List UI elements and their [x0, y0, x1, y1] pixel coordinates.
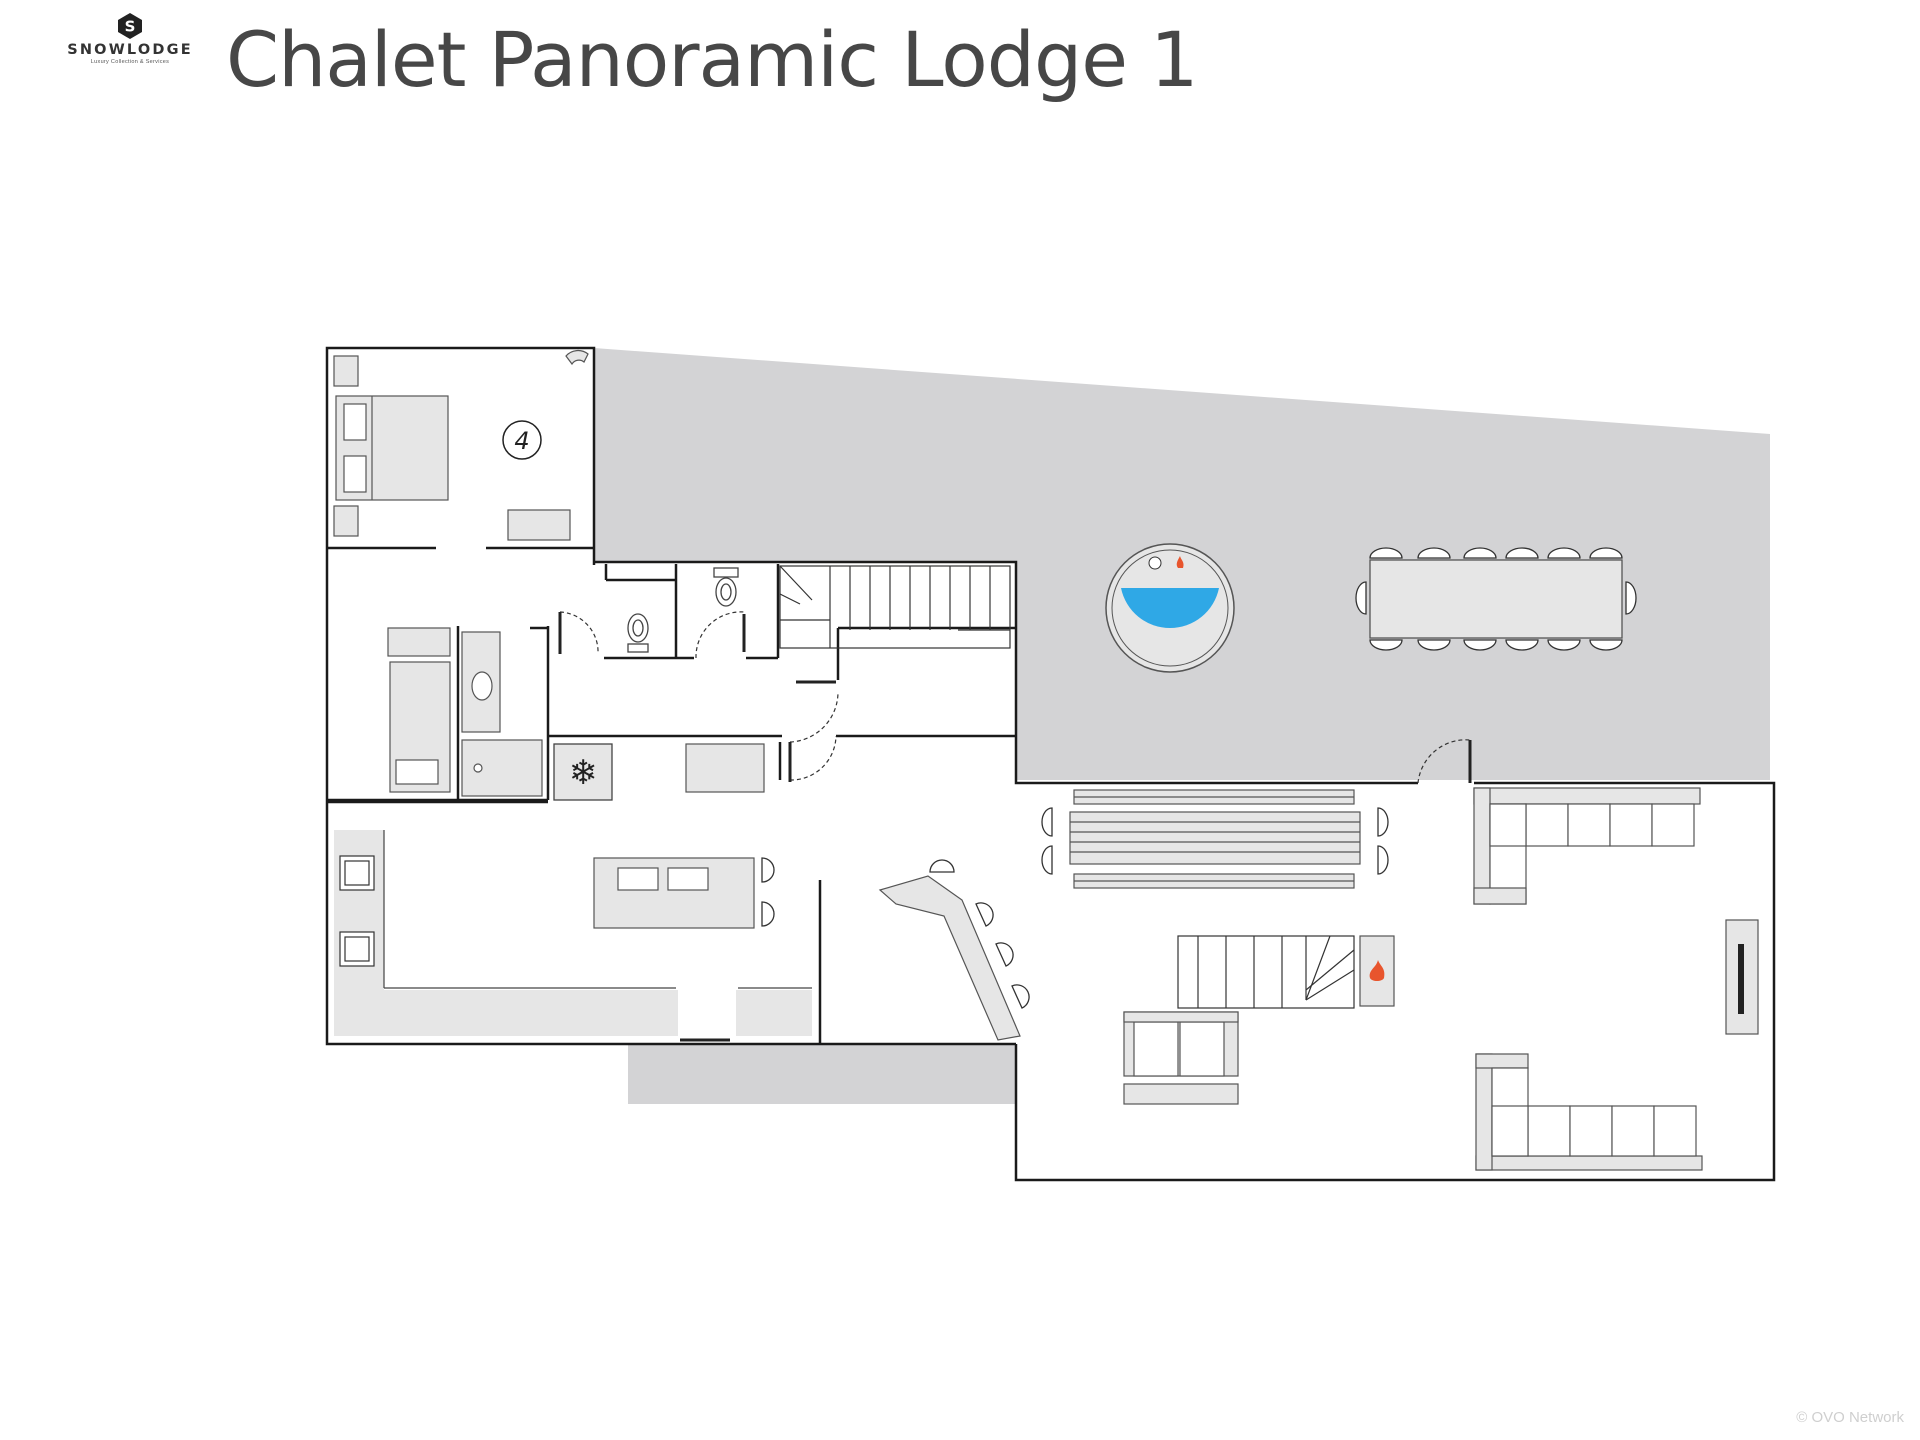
nightstand	[333, 505, 359, 537]
svg-text:S: S	[125, 18, 136, 36]
hot-tub-icon	[1148, 556, 1162, 570]
bathroom	[387, 627, 543, 797]
copyright: © OVO Network	[1796, 1409, 1904, 1426]
lower-terrace	[628, 1044, 1016, 1104]
bedroom-number-badge	[502, 420, 542, 460]
tv-icon	[1738, 944, 1744, 1014]
outdoor-dining	[1355, 547, 1637, 651]
snowflake-icon: ❄	[569, 753, 598, 793]
pillow	[343, 455, 367, 493]
dining-chairs	[1041, 807, 1389, 875]
fireplace-icon	[1369, 960, 1385, 981]
sink-icon	[471, 671, 493, 701]
bedroom-number: 4	[514, 427, 529, 455]
snowlodge-logo-icon: S	[118, 13, 142, 39]
toilets	[627, 567, 739, 653]
brand-tagline: Luxury Collection & Services	[90, 59, 170, 65]
pillow	[343, 403, 367, 441]
lamp-icon	[565, 349, 589, 366]
shelf	[387, 627, 451, 657]
sink-icon	[617, 867, 659, 891]
oven-icon	[339, 855, 375, 891]
sink-icon	[667, 867, 709, 891]
staircase-upper	[779, 565, 1011, 649]
fireplace-icon	[1176, 556, 1184, 568]
l-sofa-top	[1473, 787, 1701, 905]
counter-bottom	[334, 990, 678, 1036]
staircase-lower	[1177, 935, 1355, 1009]
doors	[559, 611, 1471, 784]
cabinet	[685, 743, 765, 793]
toilet-icon	[627, 613, 649, 653]
bedroom-4	[333, 349, 589, 541]
hot-tub	[1105, 543, 1235, 673]
oven-icon	[339, 931, 375, 967]
bench	[1123, 1083, 1239, 1105]
l-sofa-bottom	[1475, 1053, 1703, 1171]
kitchen	[334, 830, 812, 1036]
bar-stools	[761, 857, 775, 927]
desk	[507, 509, 571, 541]
nightstand	[333, 355, 359, 387]
page-title: Chalet Panoramic Lodge 1	[226, 15, 1198, 104]
toilet-icon	[713, 567, 739, 607]
armchair	[1123, 1011, 1239, 1077]
snowlodge-logo: S SNOWLODGE Luxury Collection & Services	[52, 12, 208, 78]
bar-counter	[878, 875, 1021, 1041]
counter-bottom-right	[736, 990, 812, 1036]
walls	[325, 346, 1776, 1182]
freezer	[553, 743, 613, 801]
bar-stools	[929, 859, 1030, 1009]
brand-name: SNOWLODGE	[67, 42, 193, 58]
indoor-dining	[1069, 789, 1361, 889]
dining-table	[1369, 559, 1623, 639]
living-room	[1123, 787, 1759, 1171]
